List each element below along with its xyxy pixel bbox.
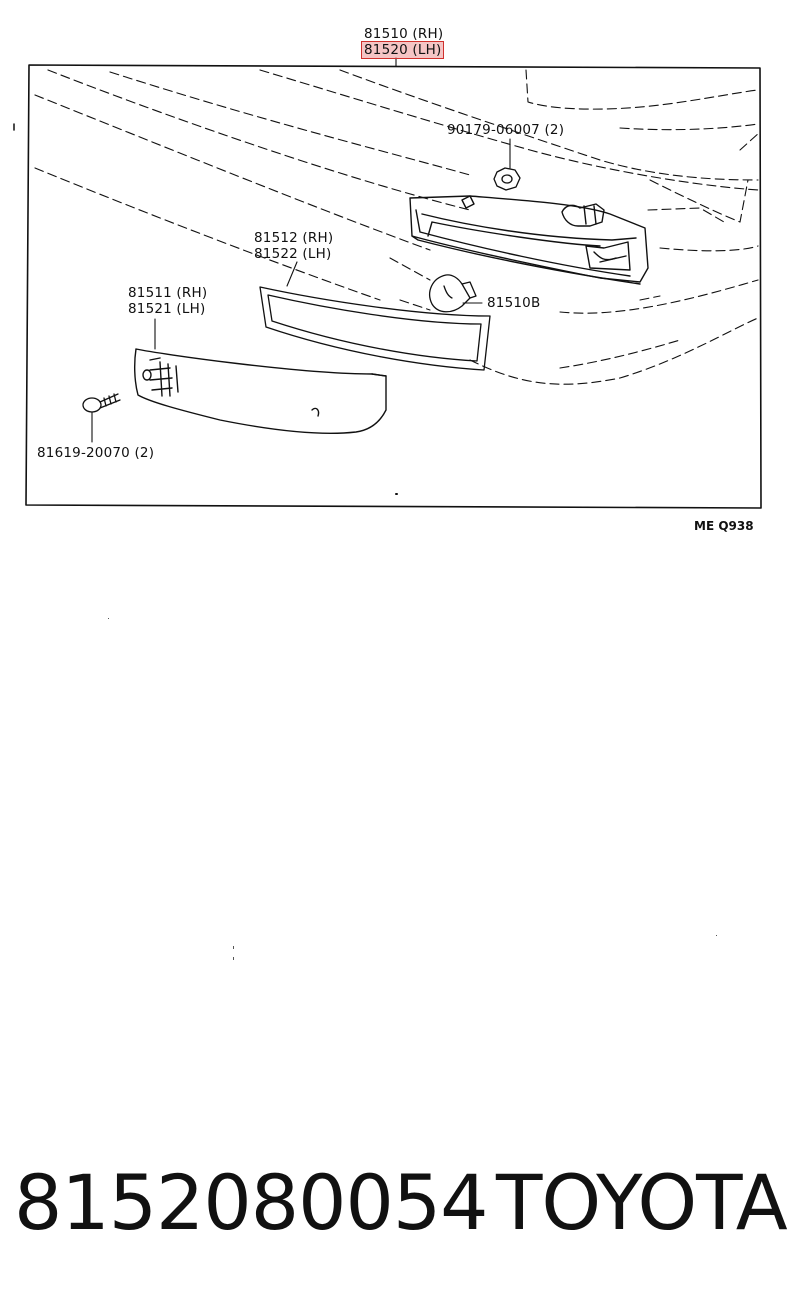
diagram-frame	[25, 64, 762, 509]
leader-lines	[91, 57, 511, 443]
scan-speck	[716, 935, 717, 936]
callout-assembly-lh-highlight[interactable]: 81520 (LH)	[361, 41, 445, 59]
bulb	[429, 274, 477, 313]
callout-lens-rh: 81511 (RH)	[128, 285, 208, 301]
lens	[133, 348, 387, 434]
scan-speck	[233, 946, 234, 949]
parts-diagram-drawing	[13, 57, 762, 509]
callout-gasket-lh: 81522 (LH)	[254, 246, 332, 262]
hex-nut	[493, 167, 521, 191]
callout-bulb: 81510B	[487, 295, 541, 311]
parts-diagram: 81510 (RH) 81520 (LH) 90179-06007 (2) 81…	[0, 0, 792, 560]
scan-speck	[108, 618, 109, 619]
diagram-code: ME Q938	[694, 519, 754, 533]
screw	[82, 393, 121, 413]
callout-lens-lh: 81521 (LH)	[128, 301, 206, 317]
callout-nut: 90179-06007 (2)	[447, 122, 565, 138]
lamp-assembly-housing	[409, 195, 649, 285]
body-panel-contours	[34, 69, 761, 385]
callout-screw: 81619-20070 (2)	[37, 445, 155, 461]
callout-assembly-lh: 81520 (LH)	[361, 41, 445, 59]
scan-speck	[233, 957, 234, 960]
part-number: 8152080054	[14, 1158, 489, 1247]
footer: 8152080054 TOYOTA	[14, 1158, 788, 1248]
callout-gasket-rh: 81512 (RH)	[254, 230, 334, 246]
brand-name: TOYOTA	[496, 1158, 788, 1247]
callout-assembly-rh: 81510 (RH)	[364, 26, 444, 42]
gasket	[259, 286, 491, 371]
